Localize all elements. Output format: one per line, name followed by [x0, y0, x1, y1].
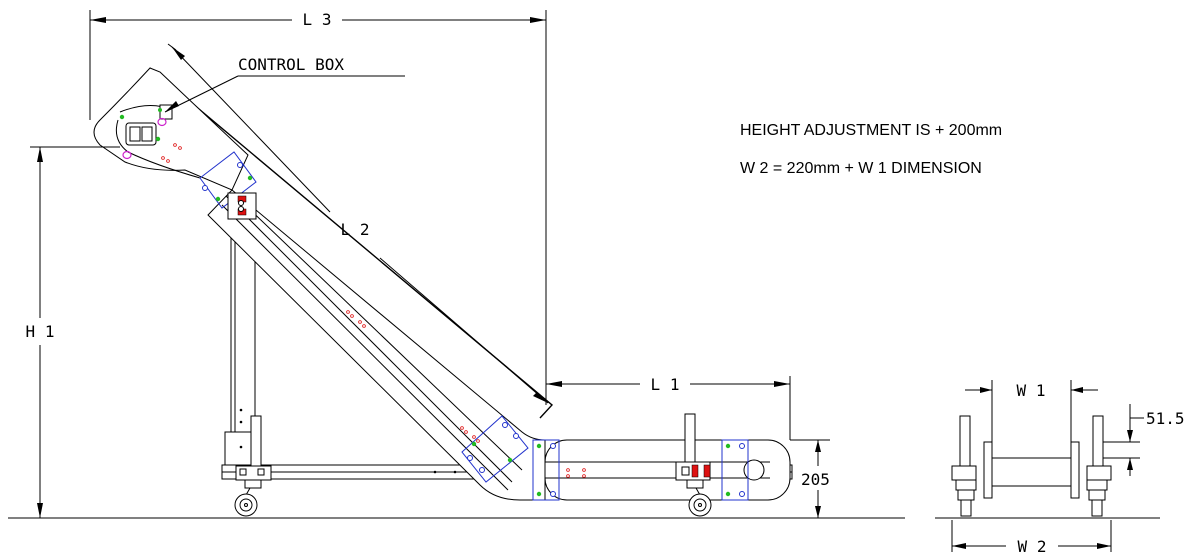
drive-motor-box	[227, 192, 257, 220]
label-l3: L 3	[303, 10, 332, 29]
w2-formula-note: W 2 = 220mm + W 1 DIMENSION	[740, 160, 982, 177]
lower-belt-guard	[461, 415, 529, 483]
horizontal-section	[544, 439, 791, 501]
dimension-l1: L 1	[546, 375, 791, 440]
dimension-l2: L 2	[167, 43, 549, 404]
tail-unit	[675, 413, 711, 481]
label-w2: W 2	[1018, 537, 1047, 556]
control-box-callout: CONTROL BOX	[164, 55, 405, 113]
upper-belt-guard	[199, 151, 257, 209]
label-l2: L 2	[341, 220, 370, 239]
dimension-h1: H 1	[26, 146, 120, 518]
dimension-l3: L 3	[89, 10, 547, 405]
dimension-51-5: 51.5	[1103, 404, 1185, 476]
label-h1: H 1	[26, 322, 55, 341]
incline-section	[149, 67, 554, 501]
dimension-w2: W 2	[951, 520, 1112, 556]
dimension-205: 205	[790, 439, 830, 518]
label-w1: W 1	[1017, 381, 1046, 400]
label-control-box: CONTROL BOX	[238, 55, 344, 74]
horizontal-belt-guards	[532, 439, 749, 501]
label-l1: L 1	[651, 375, 680, 394]
caster-right	[686, 479, 712, 517]
head-unit	[93, 67, 249, 191]
dimension-w1: W 1	[965, 380, 1098, 442]
height-adjustment-note: HEIGHT ADJUSTMENT IS + 200mm	[740, 122, 1003, 139]
label-205: 205	[801, 470, 830, 489]
end-view	[951, 415, 1112, 517]
caster-left	[234, 415, 272, 517]
side-view	[93, 67, 793, 517]
label-51-5: 51.5	[1146, 409, 1185, 428]
